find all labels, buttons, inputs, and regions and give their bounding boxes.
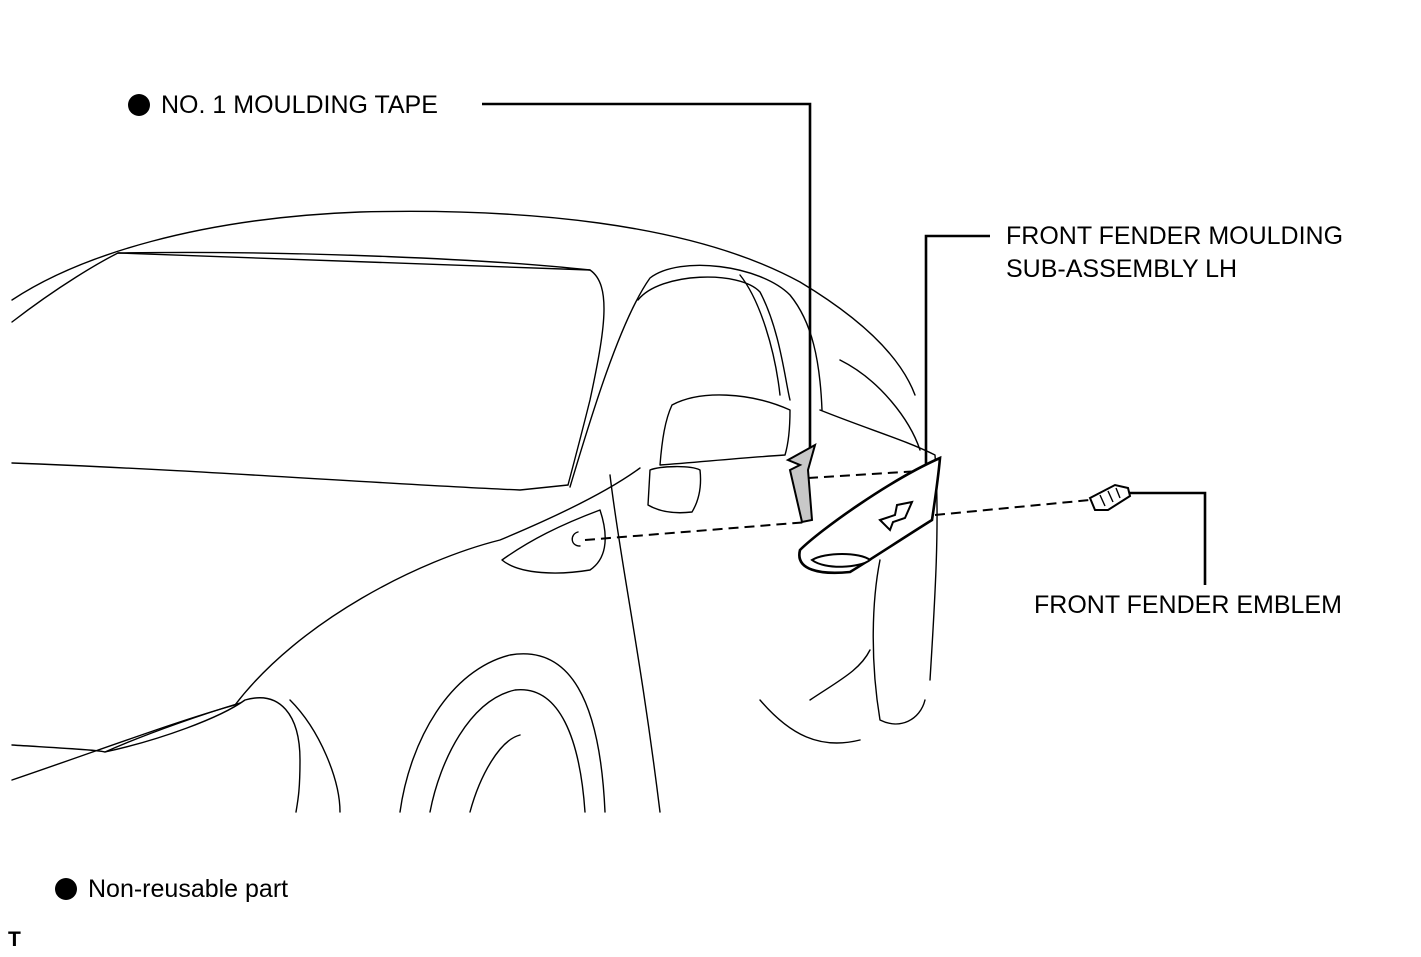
fender-moulding-label: FRONT FENDER MOULDING SUB-ASSEMBLY LH — [1006, 220, 1343, 286]
fender-emblem-text: FRONT FENDER EMBLEM — [1034, 591, 1342, 619]
fender-moulding-line2: SUB-ASSEMBLY LH — [1006, 255, 1238, 283]
corner-mark: T — [8, 928, 21, 951]
legend-non-reusable: Non-reusable part — [88, 875, 289, 903]
fender-emblem-part — [1088, 483, 1132, 511]
fender-emblem-label: FRONT FENDER EMBLEM — [1034, 589, 1342, 622]
fender-moulding-part — [798, 455, 942, 575]
clip-hole — [571, 531, 581, 547]
alignment-line-tape — [807, 469, 936, 479]
moulding-tape-text: NO. 1 MOULDING TAPE — [161, 91, 438, 119]
non-reusable-dot-icon — [128, 94, 150, 116]
alignment-line-emblem-right — [934, 499, 1091, 516]
fender-moulding-leader — [924, 234, 990, 465]
fender-moulding-line1: FRONT FENDER MOULDING — [1006, 222, 1344, 250]
alignment-line-emblem — [584, 521, 809, 541]
moulding-tape-leader — [482, 102, 812, 450]
car-body-outline — [11, 210, 938, 813]
moulding-tape-label: NO. 1 MOULDING TAPE — [128, 89, 438, 122]
legend: Non-reusable part — [55, 875, 288, 904]
moulding-tape-part — [785, 442, 817, 524]
non-reusable-dot-icon — [55, 878, 77, 900]
fender-emblem-leader — [1125, 491, 1207, 585]
